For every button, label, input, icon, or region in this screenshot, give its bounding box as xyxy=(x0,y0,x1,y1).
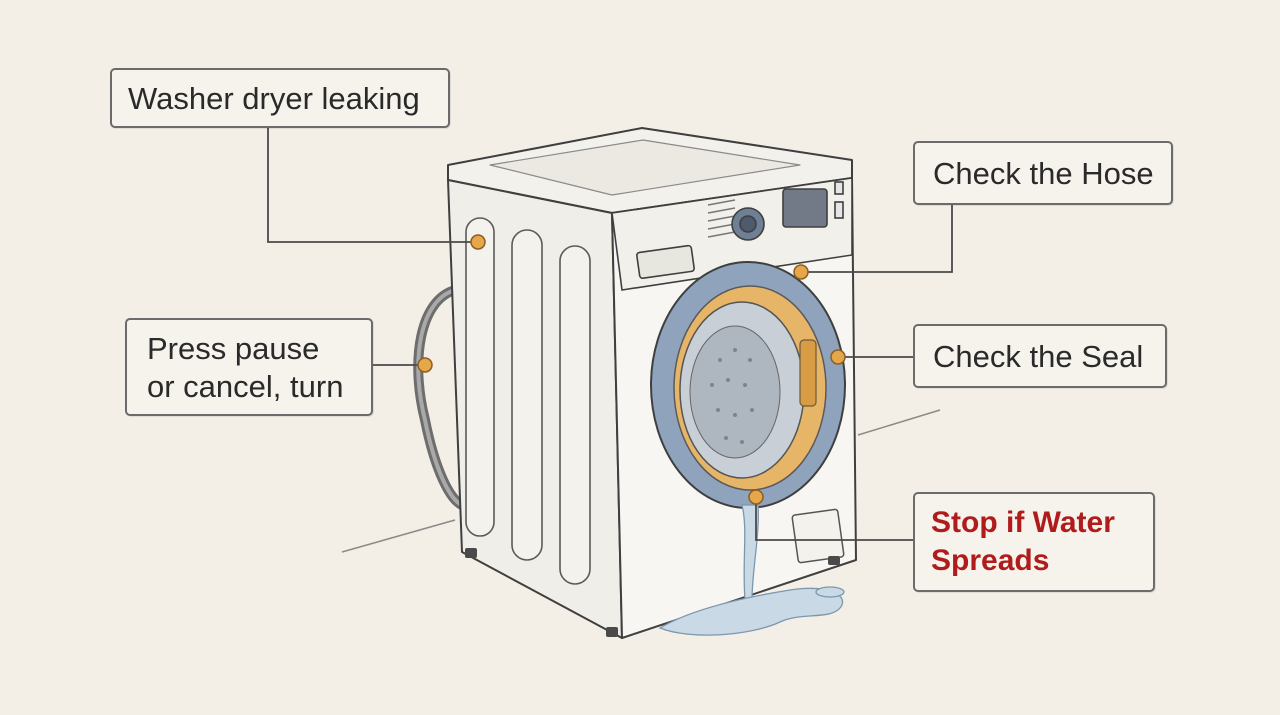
marker-pause xyxy=(417,357,433,373)
check-hose-label: Check the Hose xyxy=(913,141,1173,205)
pause-text-line2: or cancel, turn xyxy=(147,369,344,404)
check-seal-label: Check the Seal xyxy=(913,324,1167,388)
title-label: Washer dryer leaking xyxy=(110,68,450,128)
washer-door xyxy=(650,261,846,509)
washer-feet xyxy=(465,548,840,637)
check-hose-text: Check the Hose xyxy=(933,156,1154,191)
control-panel xyxy=(611,177,853,291)
pause-text-line1: Press pause xyxy=(147,331,320,366)
water-leak xyxy=(658,504,845,636)
stop-warning-label: Stop if Water Spreads xyxy=(913,492,1155,592)
filter-flap xyxy=(791,508,845,564)
marker-title xyxy=(470,234,486,250)
marker-hose xyxy=(793,264,809,280)
check-seal-text: Check the Seal xyxy=(933,339,1144,374)
side-panels xyxy=(465,217,591,585)
marker-stop xyxy=(748,489,764,505)
connector-lines xyxy=(267,128,953,541)
callout-markers xyxy=(417,234,846,505)
floor-lines xyxy=(341,409,941,553)
stop-text-line1: Stop if Water xyxy=(931,506,1115,539)
title-text: Washer dryer leaking xyxy=(128,81,420,116)
pause-instruction-label: Press pause or cancel, turn xyxy=(125,318,373,416)
marker-seal xyxy=(830,349,846,365)
stop-text-line2: Spreads xyxy=(931,544,1050,577)
